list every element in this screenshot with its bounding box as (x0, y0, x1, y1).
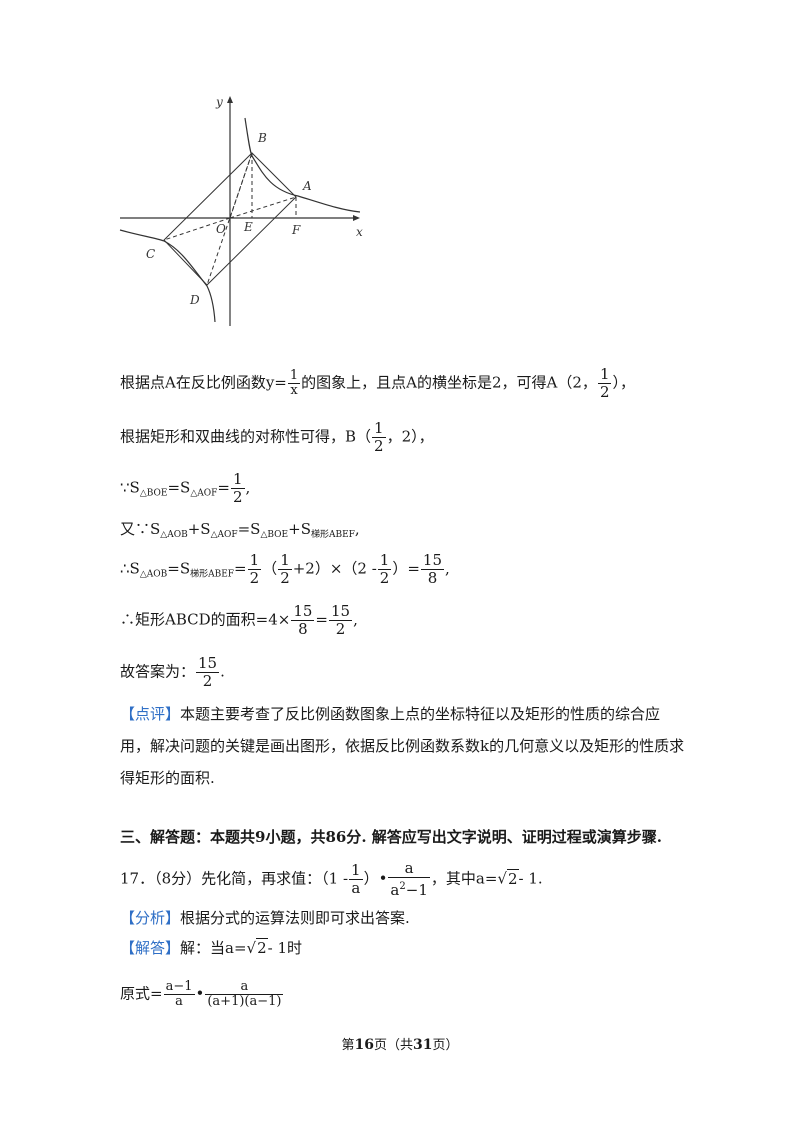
answer-tag: 【解答】 (120, 939, 181, 957)
comment-text: 本题主要考查了反比例函数图象上点的坐标特征以及矩形的性质的综合应用，解决问题的关… (120, 705, 685, 787)
sqrt-symbol: √ (497, 869, 507, 888)
x-axis-label: x (356, 225, 363, 239)
analysis-tag: 【分析】 (120, 909, 181, 927)
dashed-ob (229, 152, 253, 219)
x-axis-arrow (353, 215, 360, 221)
point-label-b: B (257, 131, 267, 145)
point-label-a: A (302, 179, 312, 193)
point-label-e: E (243, 220, 253, 234)
rectangle-abcd (163, 152, 297, 286)
dashed-oc (163, 217, 231, 241)
section-heading: 三、解答题：本题共9小题，共86分. 解答应写出文字说明、证明过程或演算步骤. (120, 828, 662, 846)
analysis-line: 【分析】根据分式的运算法则即可求出答案. (120, 909, 410, 927)
point-label-c: C (146, 247, 155, 261)
comment-paragraph: 【点评】本题主要考查了反比例函数图象上点的坐标特征以及矩形的性质的综合应用，解决… (120, 698, 690, 794)
dashed-bd (206, 152, 253, 286)
page-number: 16 (354, 1037, 374, 1053)
solution-line-4: 又∵S△AOB+S△AOF=S△BOE+S梯形ABEF, (120, 520, 360, 540)
fraction: a(a+1)(a−1) (205, 979, 284, 1009)
answer-line: 【解答】解：当a=√2- 1时 (120, 938, 303, 957)
hyperbola-first-quadrant (244, 117, 361, 213)
point-label-f: F (291, 223, 301, 237)
y-axis-label: y (215, 95, 223, 109)
y-axis-arrow (227, 96, 233, 103)
page-total: 31 (413, 1037, 433, 1053)
point-label-d: D (189, 293, 200, 307)
hyperbola-third-quadrant (119, 229, 216, 323)
dashed-oa (229, 196, 297, 219)
comment-tag: 【点评】 (120, 705, 181, 723)
sqrt-symbol: √ (246, 939, 257, 957)
page-footer: 第16页（共31页） (341, 1037, 459, 1053)
point-label-o: O (216, 222, 226, 236)
coordinate-figure: x y B A O E F C D (119, 95, 363, 326)
